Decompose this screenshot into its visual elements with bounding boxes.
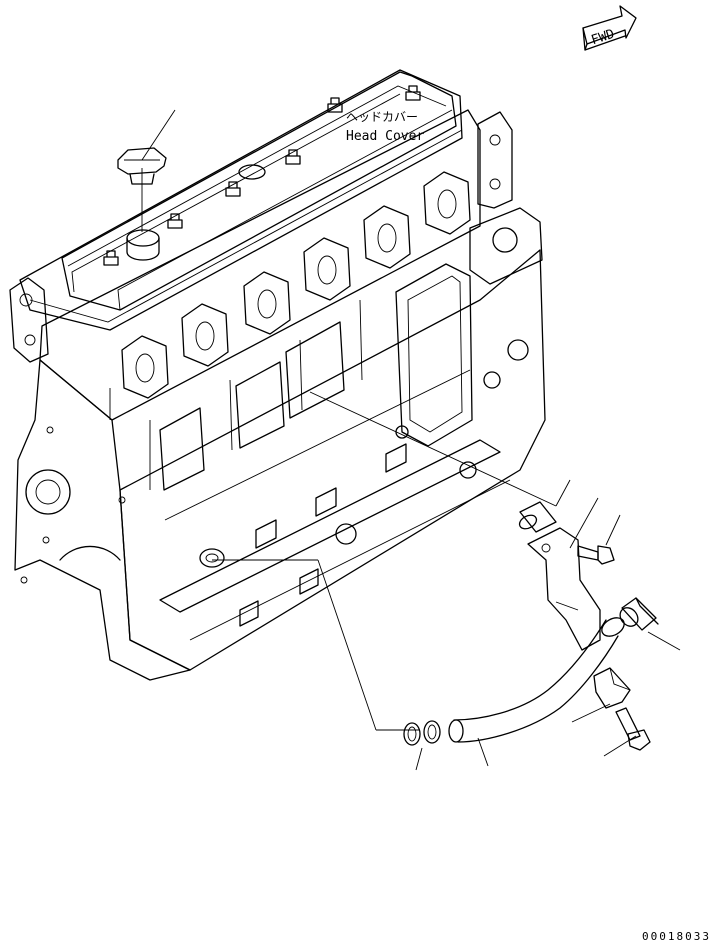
cover-bolts bbox=[103, 85, 421, 266]
head-cover-label-en: Head Cover bbox=[346, 129, 424, 144]
oil-filler-cap bbox=[117, 147, 167, 185]
fwd-label: FWD bbox=[589, 27, 616, 49]
oil-cooler-cover bbox=[395, 263, 473, 447]
dowel-sleeve bbox=[518, 501, 557, 533]
tube-clamp bbox=[593, 667, 631, 709]
leader-lines bbox=[141, 109, 681, 771]
drawing-number: 00018033 bbox=[642, 930, 711, 942]
block-front-face bbox=[119, 249, 546, 671]
dipstick-bracket bbox=[527, 527, 601, 651]
block-bosses bbox=[239, 443, 407, 627]
dipstick-tube bbox=[448, 617, 625, 743]
o-rings bbox=[403, 720, 441, 746]
dipstick-port bbox=[199, 548, 225, 568]
block-left-end bbox=[14, 359, 191, 681]
head-cover bbox=[61, 71, 457, 311]
bracket-bolt bbox=[577, 545, 615, 565]
exhaust-ports bbox=[121, 171, 471, 399]
engine-block bbox=[9, 69, 546, 681]
clamp-bolt bbox=[615, 707, 651, 751]
fwd-arrow-icon: FWD bbox=[582, 5, 637, 51]
dipstick-cap bbox=[619, 597, 659, 631]
